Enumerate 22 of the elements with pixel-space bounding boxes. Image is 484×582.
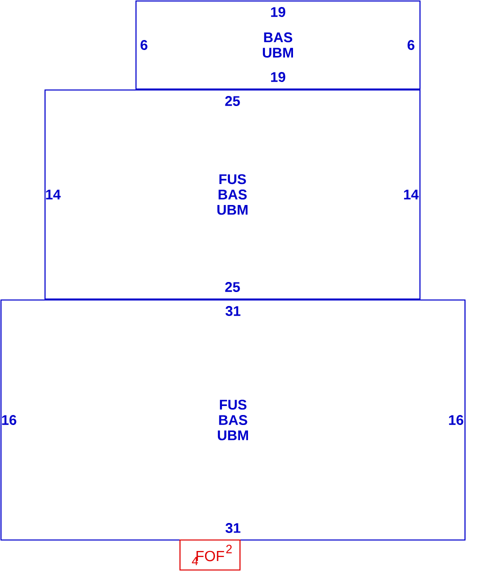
dimension-label: 19 [271, 72, 286, 82]
dimension-label: 14 [404, 190, 419, 200]
room-box [0, 299, 466, 541]
dimension-label: 16 [449, 415, 464, 425]
dimension-label: 6 [408, 40, 414, 50]
dimension-label: 19 [271, 7, 286, 17]
room-label: FUS BAS UBM [218, 400, 248, 440]
marker-box [179, 539, 241, 571]
marker-number: 4 [192, 556, 198, 566]
marker-label: FOF [196, 550, 224, 562]
dimension-label: 14 [46, 190, 61, 200]
dimension-label: 16 [2, 415, 16, 425]
room-label: FUS BAS UBM [217, 174, 248, 215]
dimension-label: 25 [225, 282, 240, 292]
room-box [44, 89, 420, 300]
room-label: BAS UBM [262, 32, 293, 58]
marker-number: 2 [226, 544, 232, 554]
room-box [135, 0, 421, 90]
dimension-label: 31 [226, 306, 240, 316]
dimension-label: 25 [225, 96, 240, 106]
dimension-label: 31 [226, 523, 240, 533]
dimension-label: 6 [140, 40, 148, 50]
